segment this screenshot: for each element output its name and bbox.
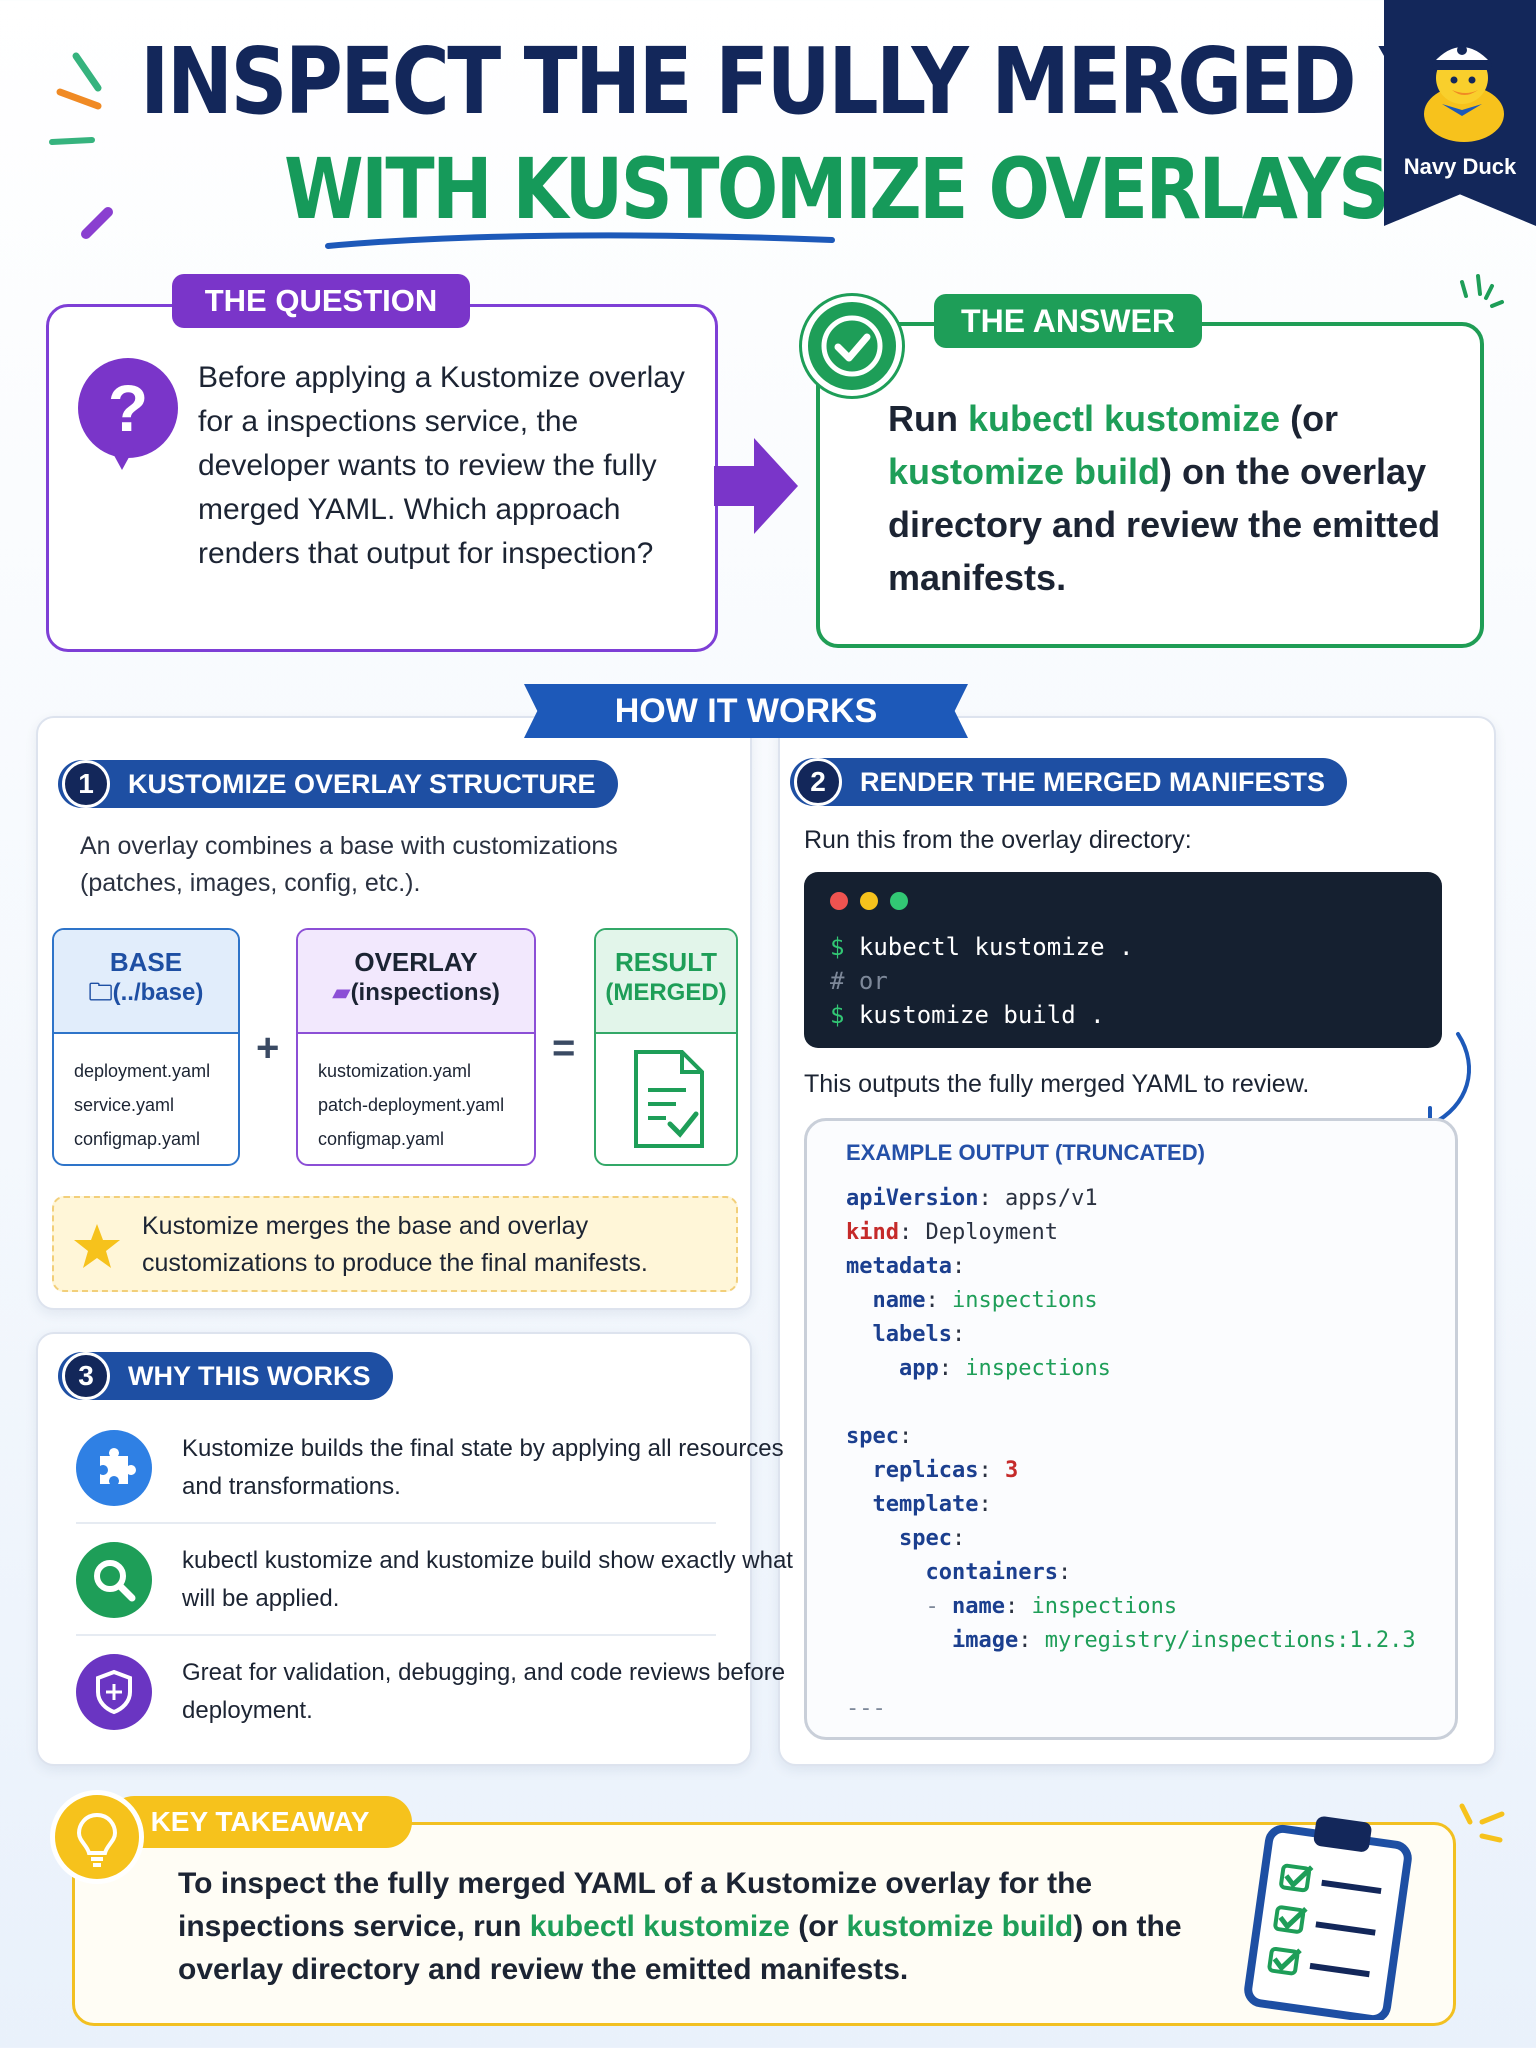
lightbulb-icon — [50, 1790, 144, 1884]
overlay-card-path: (inspections) — [350, 979, 500, 1006]
question-label-text: THE QUESTION — [204, 283, 438, 318]
key-takeaway-box — [72, 1822, 1456, 2026]
magnifier-icon — [76, 1542, 152, 1618]
why-item-3: Great for validation, debugging, and cod… — [182, 1659, 786, 1724]
sparkle-icon — [1460, 274, 1504, 308]
step1-description: An overlay combines a base with customiz… — [80, 832, 618, 897]
key-takeaway-text: To inspect the fully merged YAML of a Ku… — [178, 1867, 1182, 1986]
folder-icon: 🗀 — [88, 979, 113, 1006]
question-box — [46, 304, 718, 652]
step1-title: KUSTOMIZE OVERLAY STRUCTURE — [58, 760, 618, 808]
divider — [76, 1634, 716, 1636]
base-card-title: BASE — [109, 947, 183, 977]
list-item: configmap.yaml — [318, 1129, 445, 1149]
merge-note-box — [52, 1196, 738, 1292]
step2-after-text: This outputs the fully merged YAML to re… — [804, 1070, 1310, 1098]
list-item: service.yaml — [74, 1095, 175, 1115]
arrow-right-icon — [714, 438, 798, 534]
overlay-file-list: kustomization.yaml patch-deployment.yaml… — [298, 1034, 534, 1156]
brand-name: Navy Duck — [1403, 154, 1517, 179]
base-card-path: (../base) — [112, 979, 204, 1006]
puzzle-icon — [76, 1430, 152, 1506]
clipboard-checklist-icon — [1244, 1816, 1412, 2020]
terminal-minimize-dot — [860, 892, 878, 910]
yaml-code-block: apiVersion: apps/v1 kind: Deployment met… — [846, 1186, 1416, 1721]
checkmark-icon — [802, 296, 902, 396]
step3-number: 3 — [62, 1352, 110, 1400]
question-bubble-tail — [110, 448, 134, 470]
question-mark-icon: ? — [78, 358, 178, 458]
list-item: deployment.yaml — [74, 1061, 211, 1081]
terminal-maximize-dot — [890, 892, 908, 910]
plus-sign: + — [256, 1026, 280, 1070]
takeaway-command-kustomize-build: kustomize build — [846, 1910, 1074, 1943]
answer-command-kubectl: kubectl kustomize — [967, 398, 1281, 439]
step2-number: 2 — [794, 758, 842, 806]
takeaway-top-rule — [430, 1822, 1430, 1825]
list-item: kustomization.yaml — [318, 1061, 472, 1081]
folder-icon: ▰ — [332, 979, 351, 1006]
list-item: configmap.yaml — [74, 1129, 201, 1149]
terminal-window — [804, 872, 1442, 1048]
main-title-line1: INSPECT THE FULLY MERGED YAML — [140, 28, 1536, 135]
step2-title: RENDER THE MERGED MANIFESTS — [790, 758, 1348, 806]
answer-label: THE ANSWER — [934, 294, 1202, 348]
step1-number: 1 — [62, 760, 110, 808]
result-card-title: RESULT — [614, 947, 718, 977]
overlay-card: OVERLAY ▰(inspections) kustomization.yam… — [296, 928, 536, 1166]
terminal-commands: $ kubectl kustomize . # or $ kustomize b… — [830, 933, 1134, 1029]
terminal-command-1: kubectl kustomize . — [858, 933, 1134, 961]
overlay-card-title: OVERLAY — [354, 947, 478, 977]
how-it-works-banner: HOW IT WORKS — [524, 684, 968, 738]
question-text: Before applying a Kustomize overlay for … — [198, 361, 685, 570]
title-underline-swoosh — [325, 232, 835, 249]
equals-sign: = — [552, 1026, 576, 1070]
step3-panel — [36, 1332, 752, 1766]
shield-icon — [76, 1654, 152, 1730]
answer-text: Run kubectl kustomize (or kustomize buil… — [888, 398, 1441, 598]
main-title-line2: WITH KUSTOMIZE OVERLAYS — [284, 140, 1390, 238]
merge-note-text: Kustomize merges the base and overlay cu… — [142, 1212, 648, 1277]
example-output-box — [804, 1118, 1458, 1740]
example-output-title: EXAMPLE OUTPUT (TRUNCATED) — [846, 1140, 1205, 1165]
list-item: patch-deployment.yaml — [318, 1095, 505, 1115]
why-item-1: Kustomize builds the final state by appl… — [182, 1435, 784, 1500]
step2-description: Run this from the overlay directory: — [804, 826, 1192, 854]
step3-title: WHY THIS WORKS — [58, 1352, 393, 1400]
star-icon — [74, 1224, 120, 1268]
divider — [76, 1522, 716, 1524]
base-card: BASE 🗀(../base) deployment.yaml service.… — [52, 928, 240, 1166]
sparkle-icon — [1459, 1803, 1505, 1843]
answer-command-kustomize-build: kustomize build — [888, 451, 1161, 492]
takeaway-command-kubectl: kubectl kustomize — [529, 1910, 790, 1943]
result-card: RESULT (MERGED) — [594, 928, 738, 1166]
why-item-2: kubectl kustomize and kustomize build sh… — [182, 1547, 793, 1612]
result-card-subtitle: (MERGED) — [605, 979, 727, 1006]
question-label: THE QUESTION — [172, 274, 470, 328]
terminal-close-dot — [830, 892, 848, 910]
key-takeaway-label: KEY TAKEAWAY — [108, 1796, 412, 1848]
terminal-command-2: kustomize build . — [858, 1001, 1105, 1029]
document-check-icon — [634, 1050, 704, 1148]
base-file-list: deployment.yaml service.yaml configmap.y… — [54, 1034, 238, 1156]
terminal-comment: # or — [830, 967, 888, 995]
duck-mascot-icon — [1424, 45, 1504, 142]
decorative-burst-icon — [49, 52, 113, 239]
